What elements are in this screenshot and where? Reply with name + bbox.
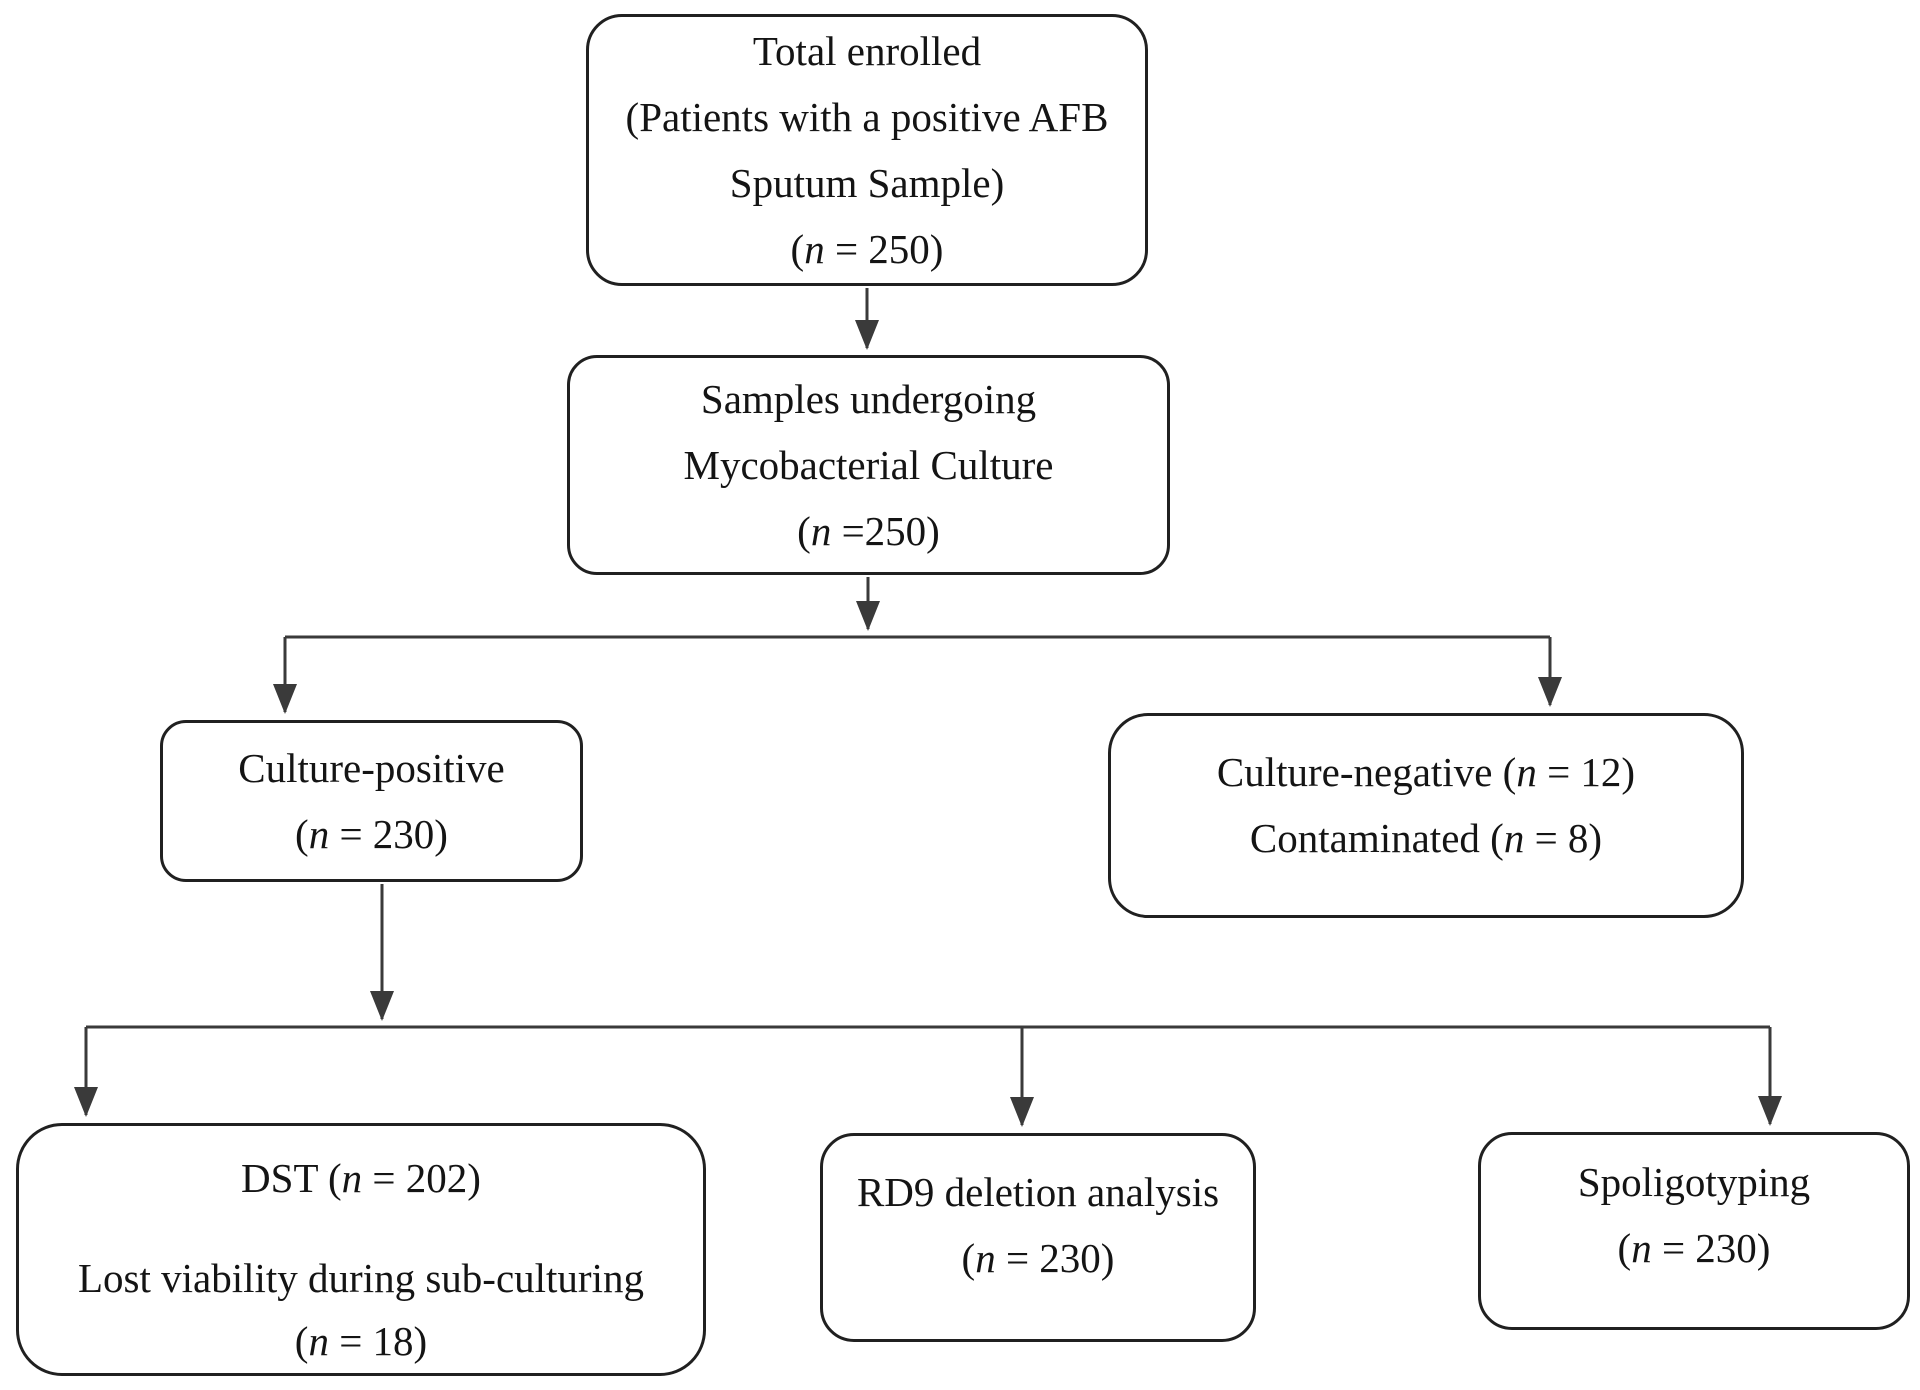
node-line: (n =250) [797,508,940,554]
node-line: Culture-negative (n = 12) [1216,749,1636,795]
branch2-rail [74,1025,1782,1127]
node-line: DST (n = 202) [241,1155,481,1201]
node-line: (n = 250) [790,226,944,272]
node-line: (n = 18) [294,1318,428,1365]
node-line: Spoligotyping [1577,1159,1811,1205]
node-line: (Patients with a positive AFB [625,94,1109,140]
node-mycobacterial-culture: Samples undergoing Mycobacterial Culture… [567,355,1170,575]
node-line: Samples undergoing [700,376,1037,422]
node-line: Sputum Sample) [729,160,1005,206]
node-line: Lost viability during sub-culturing [78,1254,644,1301]
node-total-enrolled: Total enrolled (Patients with a positive… [586,14,1148,286]
branch1-rail [273,635,1562,714]
node-line: (n = 230) [295,811,448,857]
node-line: Total enrolled [752,28,982,74]
node-line: (n = 230) [961,1235,1115,1281]
node-line: Mycobacterial Culture [683,442,1054,488]
node-culture-negative-contaminated: Culture-negative (n = 12) Contaminated (… [1108,713,1744,918]
node-line: (n = 230) [1617,1225,1771,1271]
node-line: Contaminated (n = 8) [1249,815,1603,861]
node-line: Culture-positive [238,745,505,791]
node-line: RD9 deletion analysis [856,1169,1220,1215]
node-spoligotyping: Spoligotyping (n = 230) [1478,1132,1910,1330]
node-rd9-deletion-analysis: RD9 deletion analysis (n = 230) [820,1133,1256,1342]
node-culture-positive: Culture-positive (n = 230) [160,720,583,882]
node-dst-lost-viability: DST (n = 202) Lost viability during sub-… [16,1123,706,1376]
